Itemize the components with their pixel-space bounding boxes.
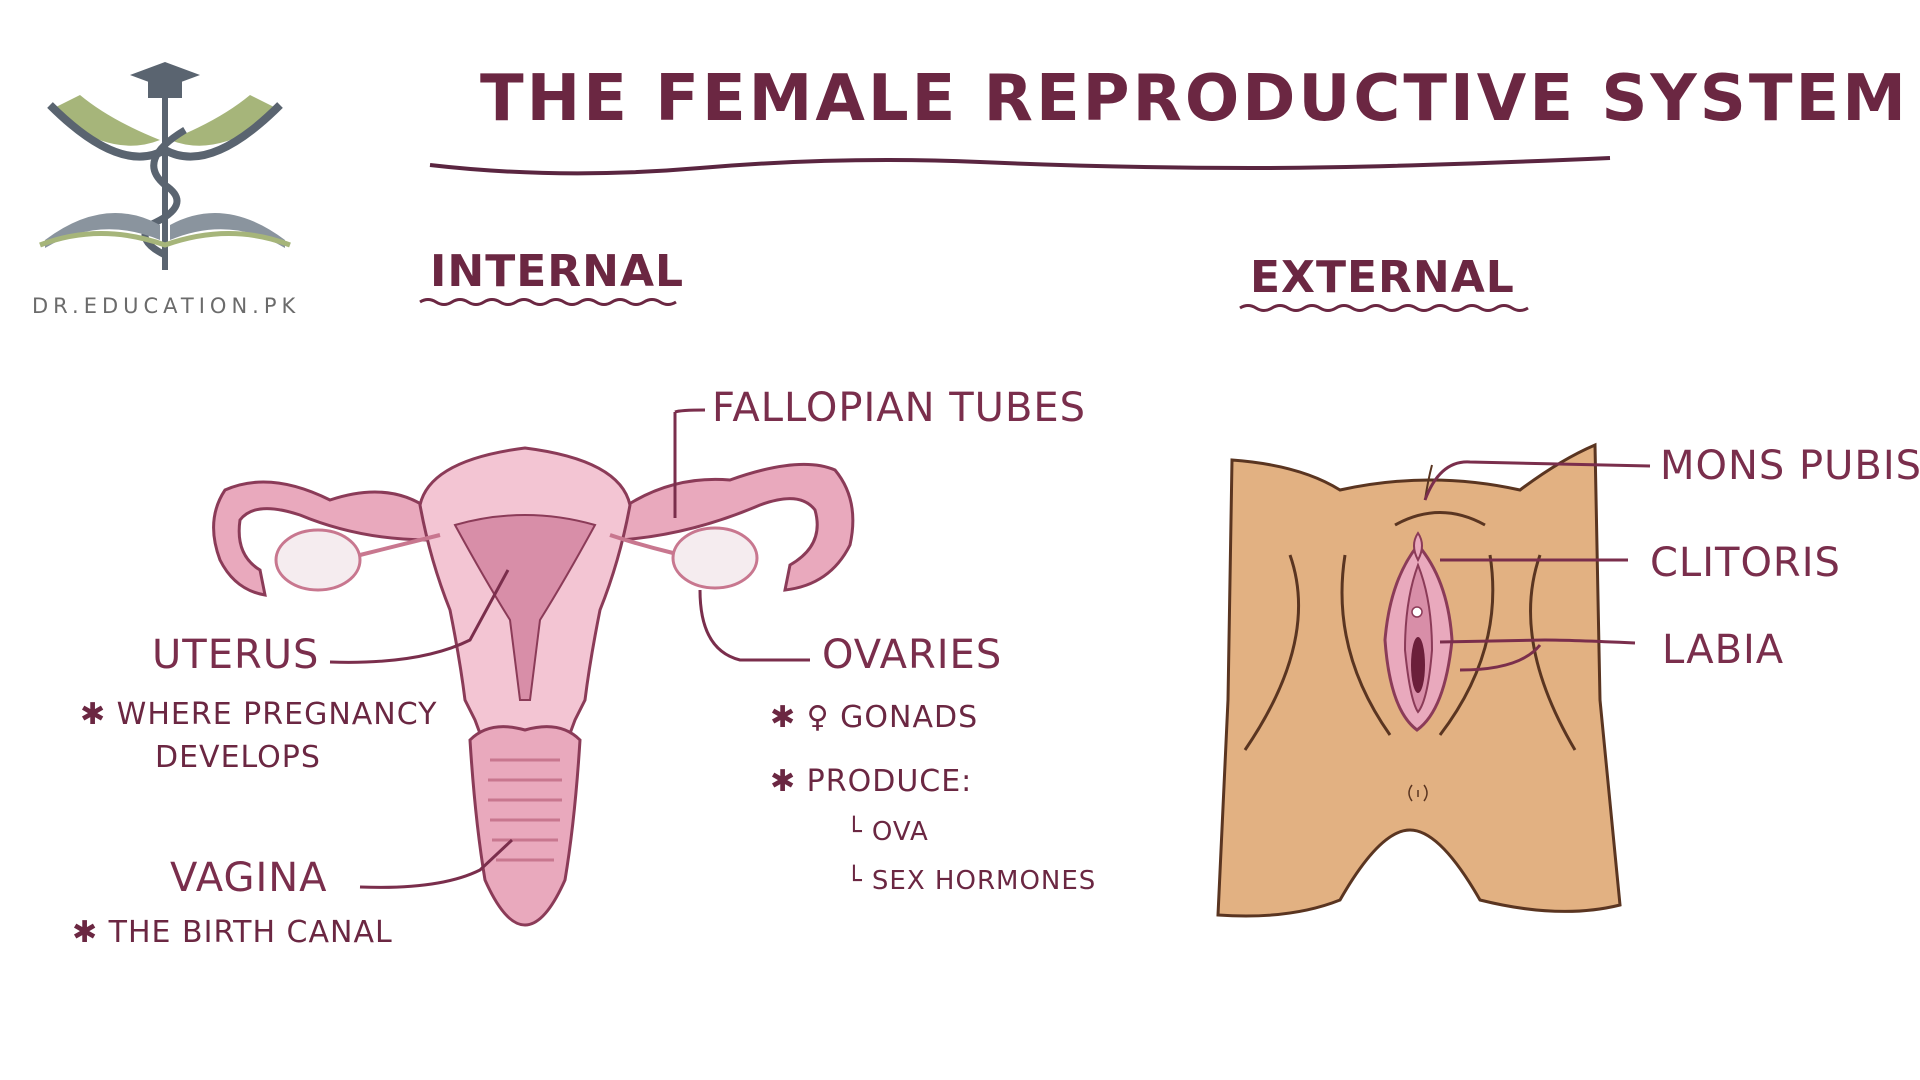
label-clitoris: Clitoris: [1650, 540, 1841, 586]
external-heading: External: [1250, 252, 1515, 303]
clitoris-shape: [1413, 531, 1423, 563]
vagina-note: ✱ the Birth Canal: [72, 915, 393, 950]
logo-emblem: [39, 62, 291, 270]
label-mons-pubis: Mons Pubis: [1660, 443, 1920, 489]
ovaries-note-3: └ ova: [846, 817, 929, 847]
uterus-note-2: Develops: [155, 740, 321, 775]
uterus-diagram: [212, 446, 855, 927]
logo-text: DR.EDUCATION.PK: [32, 294, 301, 318]
internal-underline: [419, 298, 677, 306]
leader-mons: [1423, 460, 1651, 501]
external-diagram: [1216, 442, 1622, 918]
label-labia: Labia: [1662, 627, 1785, 673]
right-ovary: [671, 526, 759, 590]
leader-uterus: [329, 569, 510, 664]
leader-vagina: [359, 838, 514, 889]
leader-labia: [1439, 638, 1636, 645]
label-vagina: Vagina: [170, 855, 328, 901]
page-title: The Female Reproductive System: [480, 62, 1909, 136]
right-fallopian-tube: [618, 462, 855, 592]
label-ovaries: Ovaries: [822, 632, 1003, 678]
ovaries-note-4: └ Sex Hormones: [846, 866, 1097, 896]
label-uterus: Uterus: [152, 632, 320, 678]
title-underline: [429, 156, 1611, 176]
ovaries-note-2: ✱ Produce:: [770, 764, 973, 799]
leader-ovaries: [698, 589, 810, 662]
ovaries-note-1: ✱ ♀ Gonads: [770, 700, 979, 735]
label-fallopian-tubes: Fallopian Tubes: [712, 385, 1087, 431]
external-underline: [1239, 304, 1529, 312]
left-ovary: [274, 528, 362, 592]
left-fallopian-tube: [212, 480, 432, 597]
uterine-cavity: [453, 514, 597, 701]
uterus-note-1: ✱ Where Pregnancy: [80, 697, 438, 732]
vagina-canal: [468, 725, 582, 927]
internal-heading: Internal: [430, 246, 685, 297]
